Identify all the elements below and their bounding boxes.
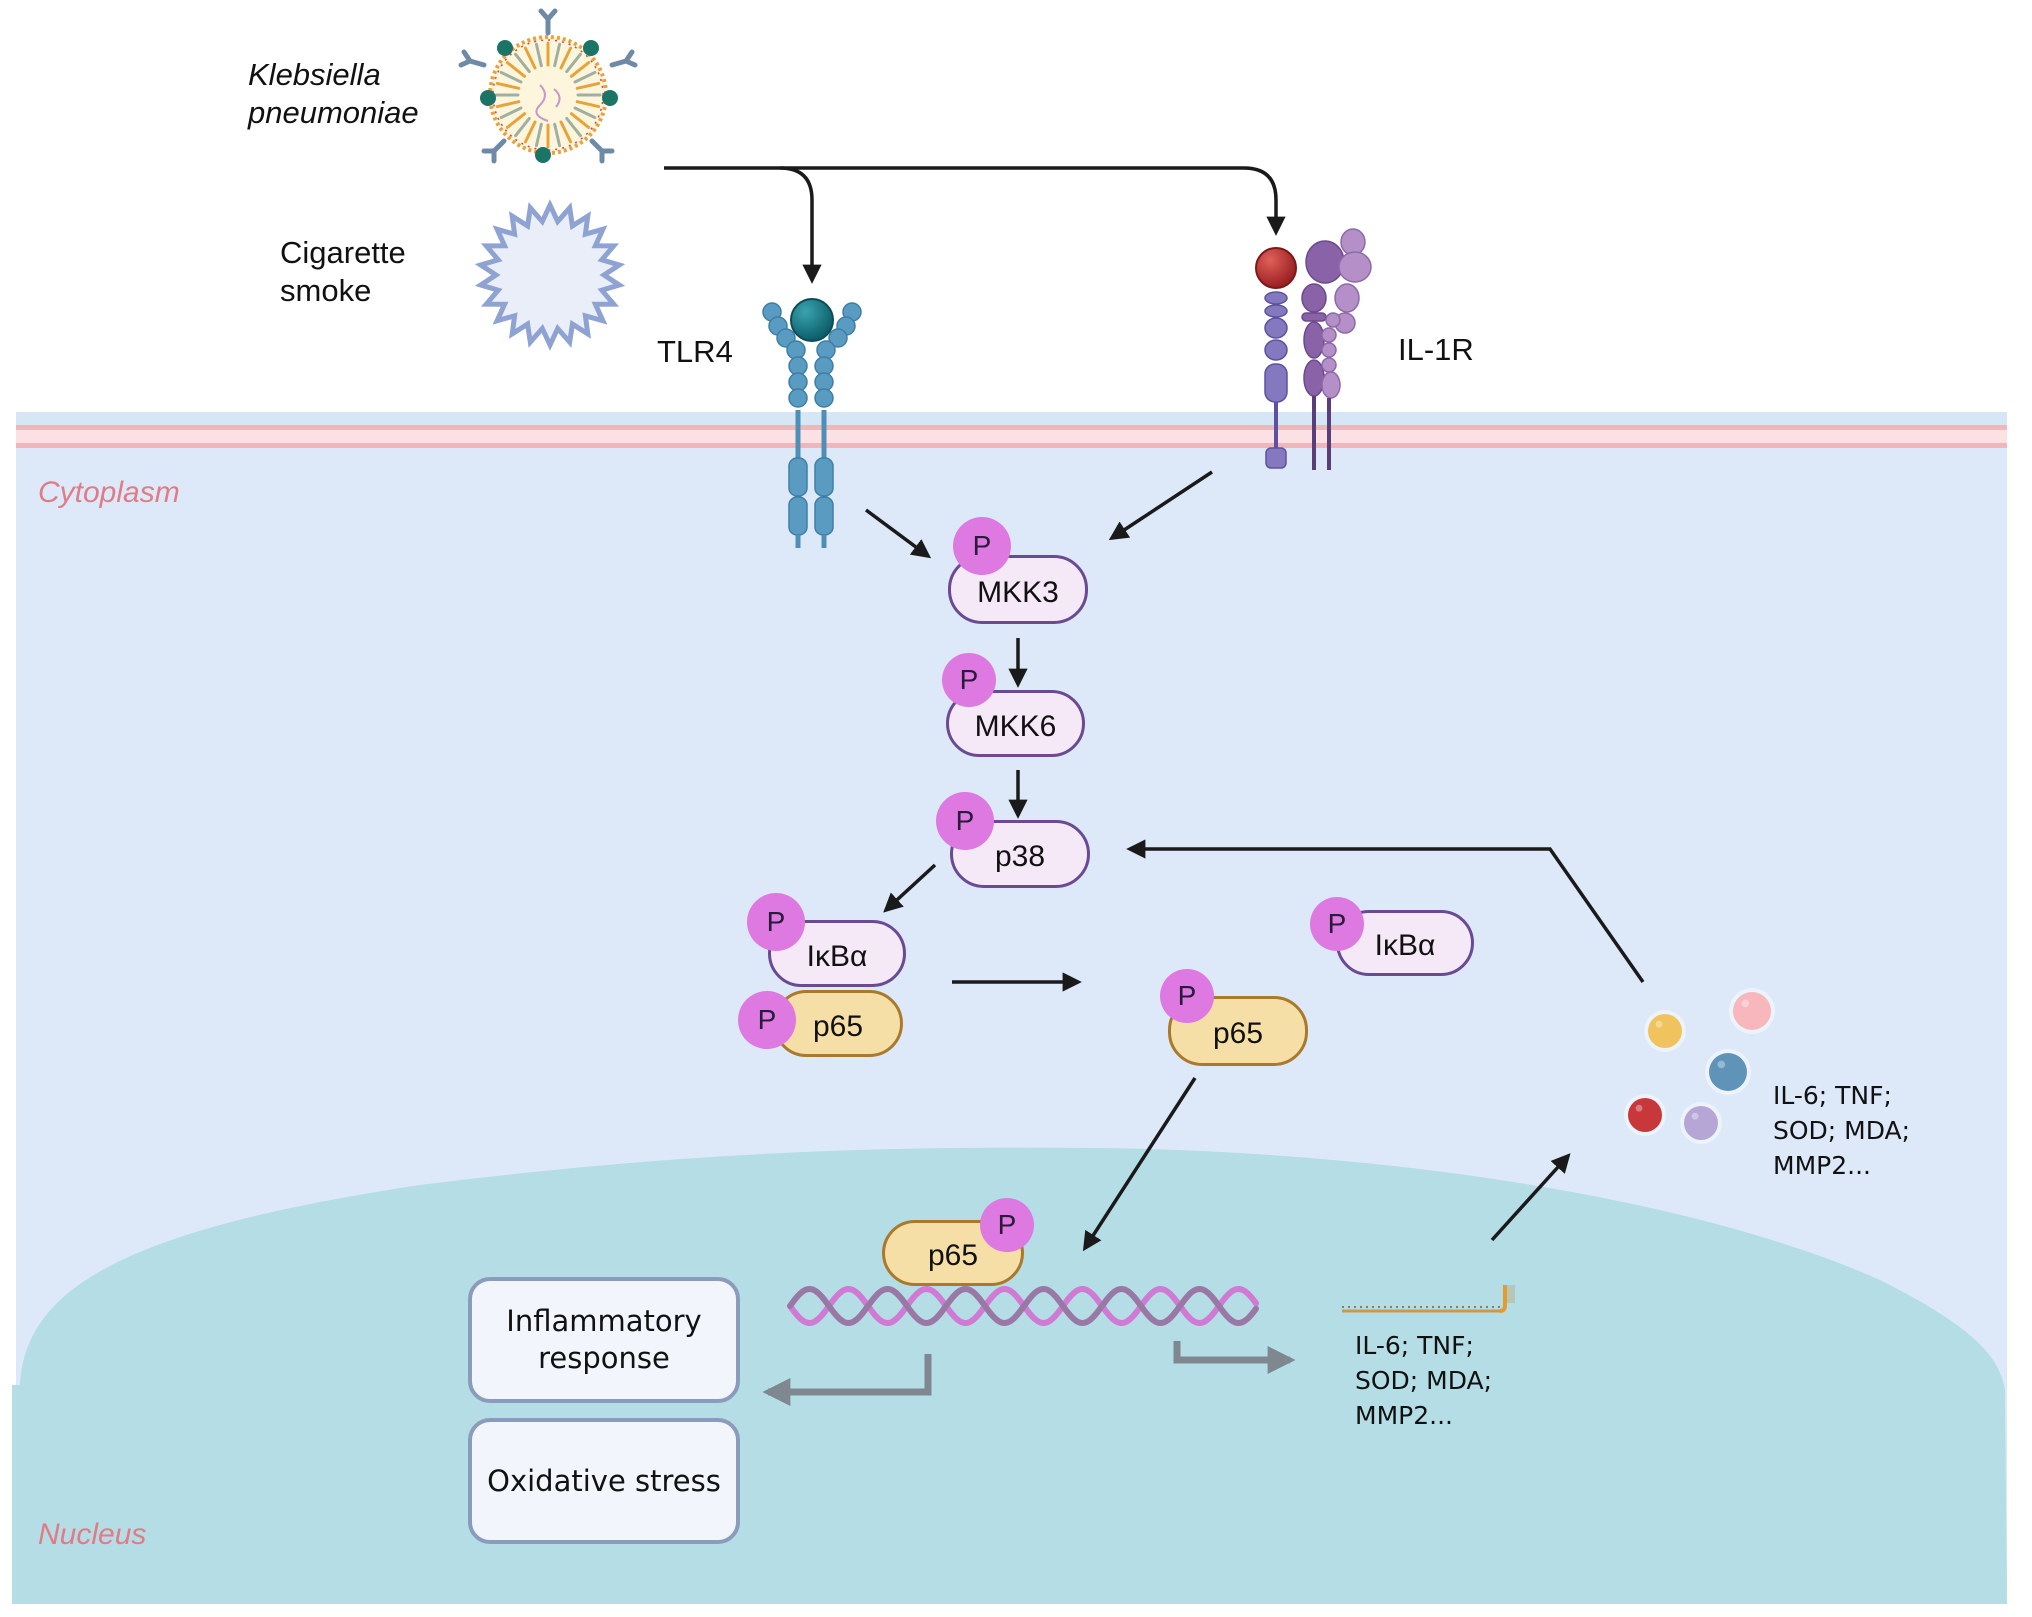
phospho-label: P [997,1209,1017,1240]
phospho-ikba-free: P [1310,897,1364,951]
feedback-arrow-to-p38 [1126,839,1645,984]
arrow-il1r-to-mkk3 [1108,470,1213,541]
phospho-p38: P [936,792,994,850]
mkk6-label: MKK6 [974,709,1057,743]
klebsiella-bacterium-icon [458,8,638,164]
phospho-p65-bound: P [738,991,796,1049]
phospho-label: P [959,664,979,695]
cytokine-sphere [1628,1098,1662,1132]
arrow-p65-to-nucleus [1082,1077,1197,1252]
phospho-ikba-bound: P [747,893,805,951]
phospho-label: P [1327,908,1347,939]
transcription-arrow-left [762,1354,932,1406]
arrow-to-il1r [780,166,1286,236]
cigarette-smoke-icon [474,199,626,351]
phospho-label: P [757,1004,777,1035]
ikba-free-label: IκBα [1374,929,1436,962]
stimulus-arrows [664,166,1286,284]
mrna-icon [1342,1285,1515,1313]
mkk3-label: MKK3 [977,575,1059,609]
phospho-mkk6: P [942,653,996,707]
plasma-membrane [16,412,2007,448]
dna-helix-icon [787,1285,1259,1327]
cytokine-sphere [1684,1106,1718,1140]
transcription-arrow-right [1173,1341,1296,1374]
il1r-receptor-icon [1255,228,1372,470]
phospho-mkk3: P [953,517,1011,575]
transcription-arrows [762,1341,1296,1406]
arrow-tlr4-to-mkk3 [864,508,932,559]
phospho-label: P [972,530,992,561]
arrow-to-tlr4 [664,166,822,284]
phospho-label: P [766,906,786,937]
tlr4-receptor-icon [762,298,862,548]
phospho-p65-free: P [1160,969,1214,1023]
cigarette-smoke-label: Cigarette smoke [280,235,406,308]
klebsiella-label: Klebsiella pneumoniae [248,57,419,130]
arrow-nucleus-to-secreted [1490,1153,1571,1242]
arrow-p38-to-complex [883,863,937,913]
p65-bound-protein: p65 [773,990,903,1057]
cytokine-sphere [1709,1053,1747,1091]
oxidative-stress-box: Oxidative stress [468,1418,740,1544]
p38-label: p38 [994,840,1046,873]
cytokine-sphere [1733,992,1771,1030]
secreted-cytokines-icon [1624,988,1775,1144]
ikba-label: IκBα [806,939,868,973]
tlr4-label: TLR4 [657,334,733,369]
signaling-arrows [864,470,1645,1252]
phospho-p65-nuclear: P [980,1198,1034,1252]
cytoplasm-label: Cytoplasm [38,476,180,509]
p65-label: p65 [812,1009,864,1043]
secreted-factors-label: IL-6; TNF; SOD; MDA; MMP2... [1773,1081,1911,1180]
phospho-label: P [955,805,975,836]
target-genes-label: IL-6; TNF; SOD; MDA; MMP2... [1355,1331,1493,1430]
cytokine-sphere [1648,1014,1682,1048]
p65-nuclear-label: p65 [927,1239,979,1272]
inflammatory-response-box: Inflammatory response [468,1277,740,1403]
il1r-label: IL-1R [1398,332,1474,367]
nucleus-label: Nucleus [38,1518,147,1551]
p65-free-label: p65 [1212,1017,1264,1050]
phospho-label: P [1177,980,1197,1011]
